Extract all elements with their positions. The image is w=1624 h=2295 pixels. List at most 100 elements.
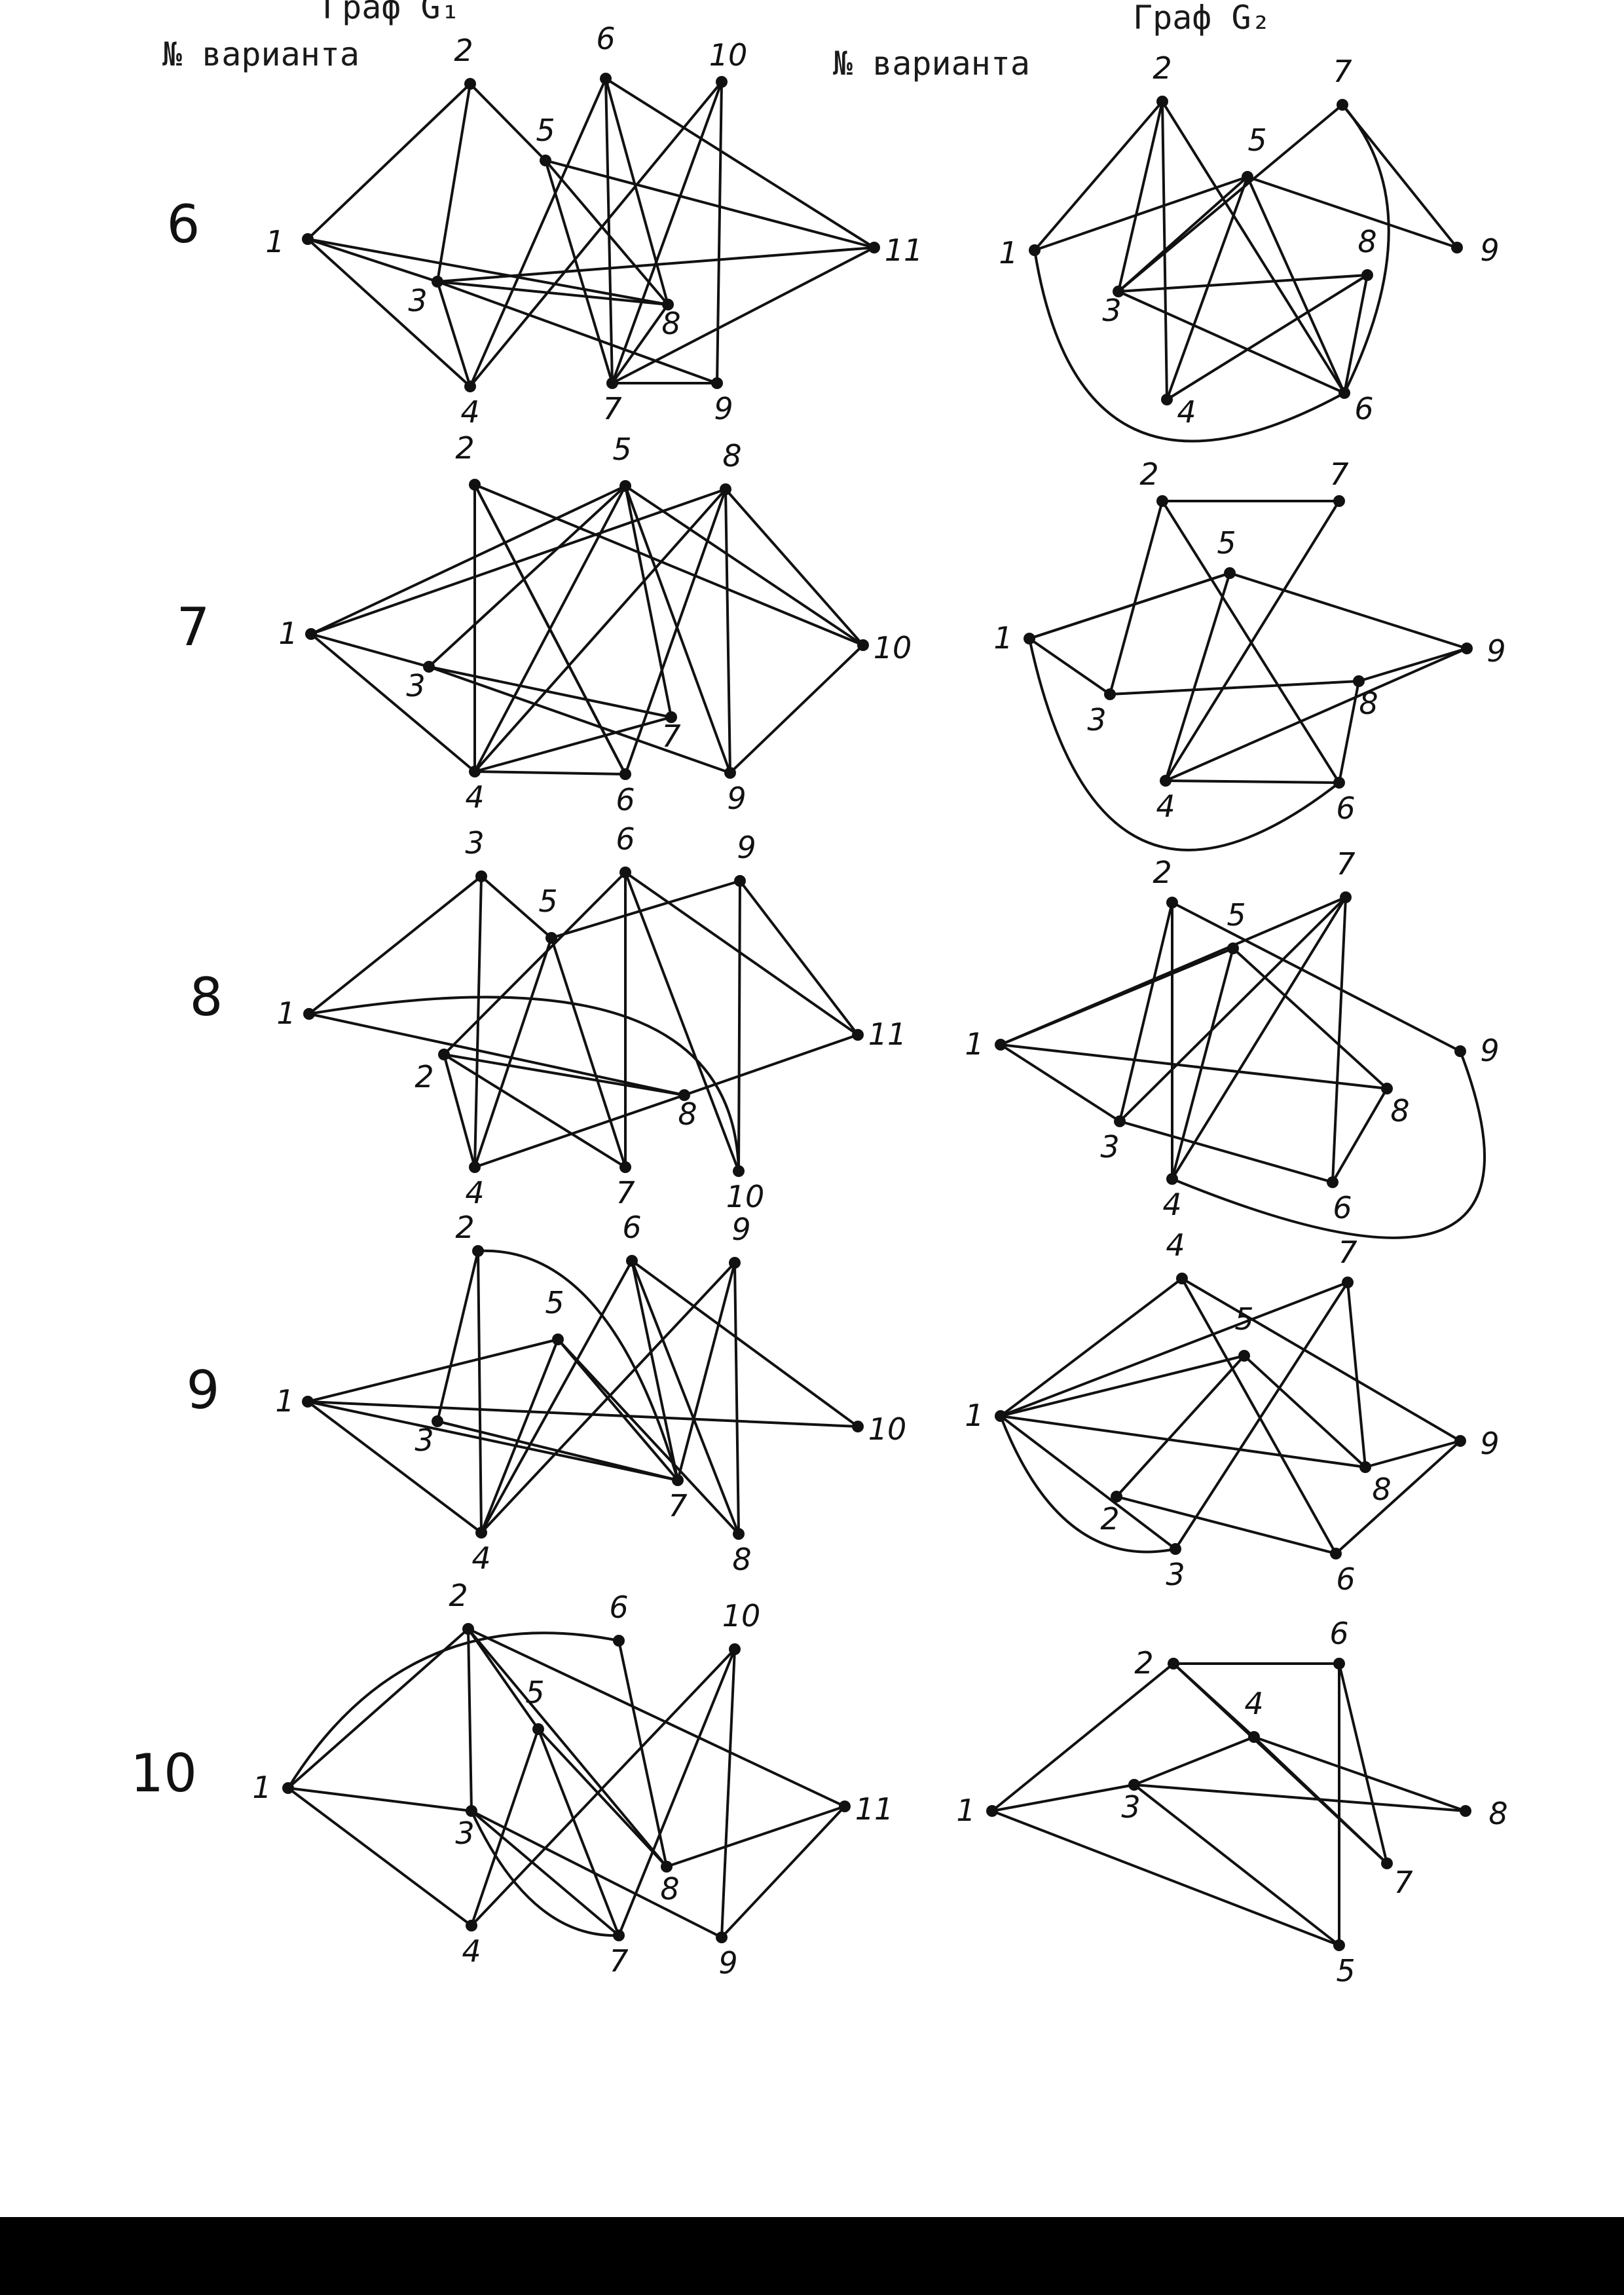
edge-6-7 xyxy=(1338,1662,1388,1865)
vertex-label-5: 5 xyxy=(545,1285,564,1320)
edge-4-7 xyxy=(1171,896,1347,1180)
vertex-label-7: 7 xyxy=(609,1943,628,1979)
vertex-label-2: 2 xyxy=(1134,1645,1153,1681)
vertex-label-4: 4 xyxy=(1244,1686,1263,1721)
edge-1-8 xyxy=(999,1043,1388,1090)
vertex-label-1: 1 xyxy=(999,235,1018,271)
edge-3-7 xyxy=(1117,103,1344,293)
edge-1-8 xyxy=(306,238,669,306)
vertex-label-4: 4 xyxy=(471,1540,490,1576)
curved-edge-3-7 xyxy=(470,1810,620,1937)
edge-1-4 xyxy=(306,238,471,388)
edge-9-11 xyxy=(720,1805,846,1939)
vertex-8 xyxy=(662,299,674,310)
vertex-5 xyxy=(1238,1350,1250,1362)
vertex-2 xyxy=(462,1623,474,1635)
edge-7-8 xyxy=(1346,1281,1367,1468)
vertex-5 xyxy=(532,1723,544,1735)
edge-4-8 xyxy=(1253,1736,1467,1812)
vertex-2 xyxy=(438,1049,450,1060)
edge-5-7 xyxy=(544,159,614,384)
edge-1-5 xyxy=(1028,572,1231,640)
vertex-3 xyxy=(423,661,435,673)
edge-9-6 xyxy=(1335,1440,1462,1555)
edge-4-6 xyxy=(1181,1277,1337,1555)
vertex-4 xyxy=(1161,394,1173,405)
vertex-label-8: 8 xyxy=(1372,1472,1391,1507)
edge-4-5 xyxy=(1166,176,1249,401)
vertex-1 xyxy=(303,1008,315,1020)
vertex-11 xyxy=(839,1801,851,1812)
edge-7-10 xyxy=(618,1648,736,1937)
vertex-2 xyxy=(469,479,481,491)
edge-5-7 xyxy=(537,1728,620,1937)
vertex-label-10: 10 xyxy=(868,1411,907,1447)
vertex-7 xyxy=(672,1474,684,1486)
edge-4-8 xyxy=(1166,274,1369,401)
edge-3-7 xyxy=(1174,1281,1349,1550)
vertex-1 xyxy=(302,1396,314,1408)
vertex-3 xyxy=(1104,688,1116,700)
variant-label-left: № варианта xyxy=(162,35,360,73)
vertex-label-6: 6 xyxy=(596,21,615,56)
vertex-1 xyxy=(305,628,317,640)
edge-3-4 xyxy=(436,280,471,388)
edge-5-7 xyxy=(550,937,627,1168)
vertex-5 xyxy=(1227,942,1239,954)
edge-3-6 xyxy=(1118,1120,1334,1184)
vertex-7 xyxy=(1337,99,1348,111)
edge-4-7 xyxy=(473,716,673,773)
vertex-label-10: 10 xyxy=(709,37,748,73)
vertex-label-8: 8 xyxy=(1390,1093,1409,1129)
curved-edge-7-6 xyxy=(1341,103,1390,394)
edge-2-6 xyxy=(473,483,627,775)
vertex-1 xyxy=(302,233,314,245)
edge-6-8 xyxy=(604,77,669,306)
vertex-label-8: 8 xyxy=(732,1542,751,1577)
vertex-label-6: 6 xyxy=(1354,391,1373,426)
vertex-1 xyxy=(986,1805,998,1817)
edge-2-4 xyxy=(443,1053,476,1168)
vertex-11 xyxy=(868,242,880,253)
vertex-label-10: 10 xyxy=(722,1598,761,1633)
edge-4-7 xyxy=(1164,500,1340,782)
vertex-label-5: 5 xyxy=(538,884,557,919)
variant-number: 10 xyxy=(130,1743,197,1804)
vertex-label-3: 3 xyxy=(465,825,484,861)
vertex-label-2: 2 xyxy=(449,1578,468,1613)
vertex-7 xyxy=(1342,1277,1354,1288)
scan-black-border xyxy=(0,2217,1624,2295)
edge-8-9 xyxy=(724,488,731,774)
vertex-6 xyxy=(613,1635,625,1647)
edge-5-9 xyxy=(550,880,741,939)
edge-4-7 xyxy=(1253,1736,1388,1865)
vertex-label-7: 7 xyxy=(1393,1865,1412,1900)
vertex-10 xyxy=(852,1421,864,1432)
edge-5-11 xyxy=(544,159,876,249)
curved-edge-1-10 xyxy=(308,996,740,1172)
vertex-3 xyxy=(1128,1779,1140,1791)
vertex-2 xyxy=(1156,495,1168,507)
vertex-label-2: 2 xyxy=(415,1059,434,1094)
vertex-10 xyxy=(716,76,728,88)
edge-8-7 xyxy=(611,303,669,384)
vertex-label-6: 6 xyxy=(1333,1190,1352,1225)
vertex-label-3: 3 xyxy=(1087,702,1106,737)
vertex-3 xyxy=(1114,1115,1126,1127)
edge-2-5 xyxy=(1115,1354,1246,1498)
vertex-label-7: 7 xyxy=(602,391,621,426)
vertex-1 xyxy=(282,1782,294,1794)
vertex-3 xyxy=(475,870,487,882)
vertex-label-1: 1 xyxy=(275,1383,294,1419)
edge-5-8 xyxy=(1243,1354,1367,1468)
vertex-label-11: 11 xyxy=(855,1791,894,1827)
vertex-11 xyxy=(852,1029,864,1041)
curved-edge-2-7 xyxy=(477,1249,679,1482)
edge-8-11 xyxy=(683,1034,859,1096)
